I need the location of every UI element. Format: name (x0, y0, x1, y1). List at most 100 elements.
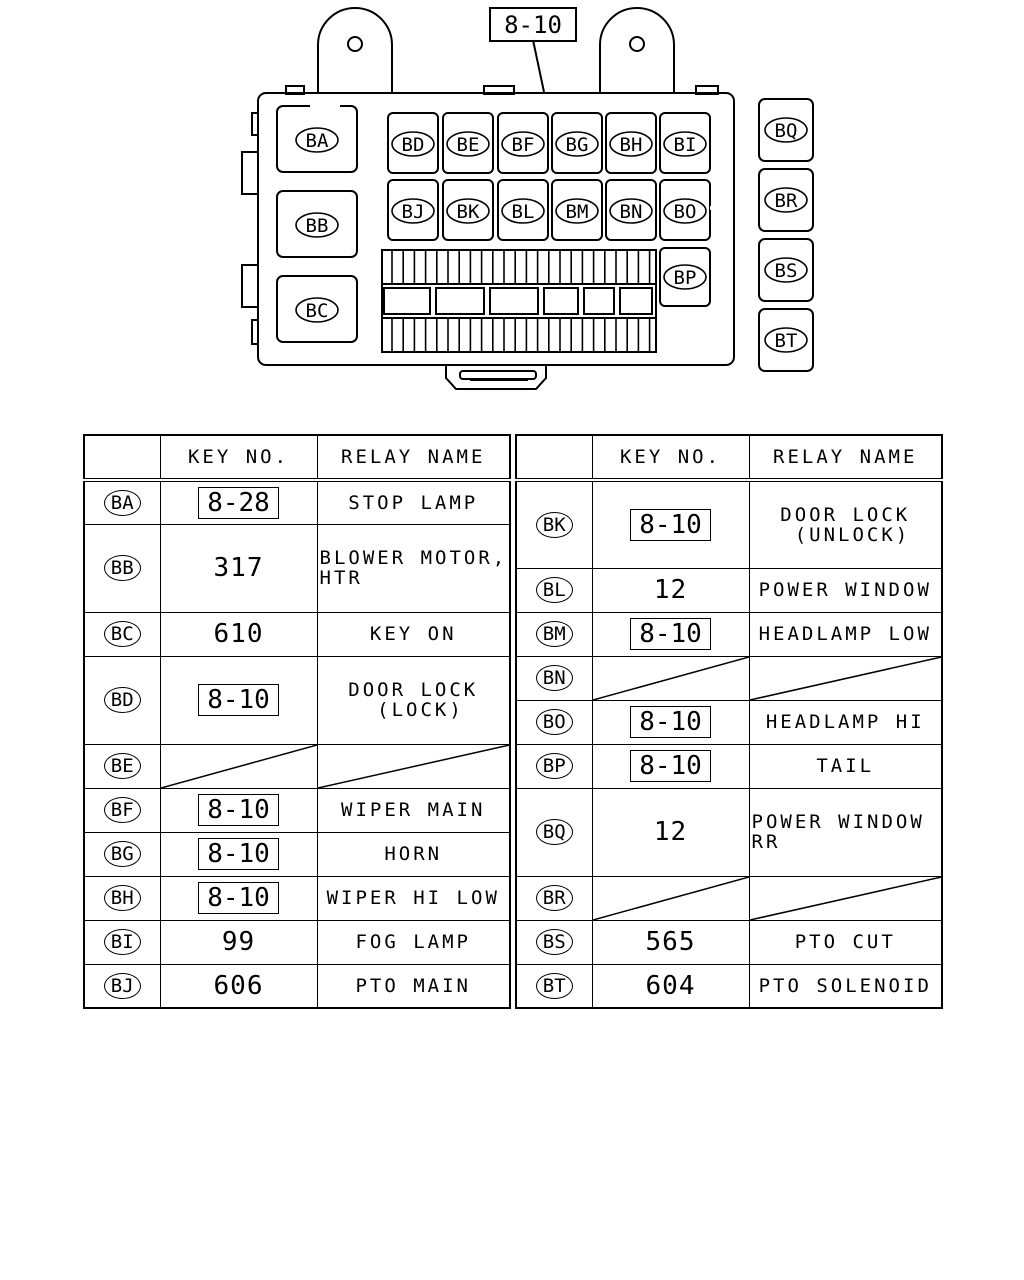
key-no-cell: 610 (159, 611, 318, 657)
svg-text:BF: BF (512, 134, 535, 156)
relay-name: PTO SOLENOID (758, 974, 932, 997)
relay-name-cell: HEADLAMP HI (748, 699, 943, 745)
relay-code-cell: BO (515, 699, 593, 745)
relay-label: BT (764, 327, 808, 353)
key-no-cell: 8-28 (159, 479, 318, 525)
key-no: 8-10 (198, 838, 279, 870)
header-key-no: KEY NO. (591, 434, 750, 482)
svg-text:BE: BE (457, 134, 480, 156)
relay-label: BG (555, 131, 599, 157)
relay-name-cell: POWER WINDOW (748, 567, 943, 613)
key-no: 8-10 (198, 794, 279, 826)
key-no-cell: 8-10 (159, 787, 318, 833)
key-no: 8-10 (198, 684, 279, 716)
relay-name: HORN (384, 843, 443, 865)
relay-code-cell: BG (83, 831, 161, 877)
table-row: BL 12 POWER WINDOW (515, 567, 943, 613)
relay-code: BF (103, 797, 141, 823)
relay-name-cell: WIPER HI LOW (316, 875, 511, 921)
relay-code-cell: BE (83, 743, 161, 789)
table-row: BT 604 PTO SOLENOID (515, 963, 943, 1009)
relay-name-cell: DOOR LOCK (UNLOCK) (748, 479, 943, 569)
table-row: BN (515, 655, 943, 701)
svg-text:BT: BT (775, 330, 798, 352)
key-no: 8-10 (630, 706, 711, 738)
table-row: BR (515, 875, 943, 921)
relay-name-cell: BLOWER MOTOR, HTR (316, 523, 511, 613)
relay-name: PTO CUT (794, 931, 896, 953)
relay-name-cell (748, 875, 943, 921)
table-row: BF 8-10 WIPER MAIN (83, 787, 511, 833)
relay-code: BI (103, 929, 141, 955)
relay-code-cell: BF (83, 787, 161, 833)
relay-code-cell: BS (515, 919, 593, 965)
relay-name: TAIL (816, 755, 875, 777)
relay-label: BR (764, 187, 808, 213)
key-no: 8-10 (630, 750, 711, 782)
key-no-cell: 565 (591, 919, 750, 965)
svg-text:BS: BS (775, 260, 798, 282)
svg-text:BJ: BJ (402, 201, 425, 223)
svg-text:BP: BP (674, 267, 697, 289)
relay-code: BB (103, 555, 141, 581)
key-no: 606 (213, 970, 264, 1001)
svg-text:BO: BO (674, 201, 697, 223)
header-relay-name: RELAY NAME (748, 434, 943, 482)
table-row: BE (83, 743, 511, 789)
relay-code-cell: BT (515, 963, 593, 1009)
relay-code: BN (535, 665, 573, 691)
relay-name-cell: PTO CUT (748, 919, 943, 965)
key-no-cell: 99 (159, 919, 318, 965)
key-no: 8-28 (198, 486, 279, 519)
key-no-cell (159, 743, 318, 789)
key-no-cell: 317 (159, 523, 318, 613)
relay-name: DOOR LOCK (LOCK) (348, 679, 479, 721)
relay-code-cell: BQ (515, 787, 593, 877)
key-no: 12 (653, 575, 688, 605)
relay-name: POWER WINDOW RR (751, 811, 925, 853)
key-no-cell: 8-10 (159, 875, 318, 921)
relay-code: BS (535, 929, 573, 955)
relay-name-cell: FOG LAMP (316, 919, 511, 965)
relay-label: BP (663, 264, 707, 290)
table-row: BS 565 PTO CUT (515, 919, 943, 965)
key-no-cell: 8-10 (591, 611, 750, 657)
relay-code-cell: BJ (83, 963, 161, 1009)
key-no-cell: 12 (591, 787, 750, 877)
relay-name: WIPER MAIN (341, 799, 486, 821)
relay-code: BG (103, 841, 141, 867)
relay-name: STOP LAMP (348, 491, 479, 514)
svg-text:BR: BR (775, 190, 798, 212)
relay-code: BL (535, 577, 573, 603)
relay-name: DOOR LOCK (UNLOCK) (780, 503, 911, 546)
svg-text:BA: BA (306, 130, 329, 152)
key-no-cell: 8-10 (159, 831, 318, 877)
relay-code-cell: BH (83, 875, 161, 921)
relay-name-cell: PTO SOLENOID (748, 963, 943, 1009)
key-no-cell: 8-10 (159, 655, 318, 745)
key-no: 604 (645, 970, 696, 1001)
key-no-cell: 8-10 (591, 479, 750, 569)
header-code (515, 434, 593, 482)
relay-label: BK (446, 198, 490, 224)
relay-name-cell: PTO MAIN (316, 963, 511, 1009)
relay-code: BC (103, 621, 141, 647)
relay-label: BO (663, 198, 707, 224)
relay-label: BE (446, 131, 490, 157)
relay-code: BE (103, 753, 141, 779)
svg-text:BH: BH (620, 134, 643, 156)
key-no: 565 (645, 927, 696, 957)
svg-text:BM: BM (566, 201, 589, 223)
relay-label: BJ (391, 198, 435, 224)
header-code (83, 434, 161, 482)
svg-text:BN: BN (620, 201, 643, 223)
svg-text:BK: BK (457, 201, 480, 223)
relay-name-cell: POWER WINDOW RR (748, 787, 943, 877)
relay-code-cell: BM (515, 611, 593, 657)
